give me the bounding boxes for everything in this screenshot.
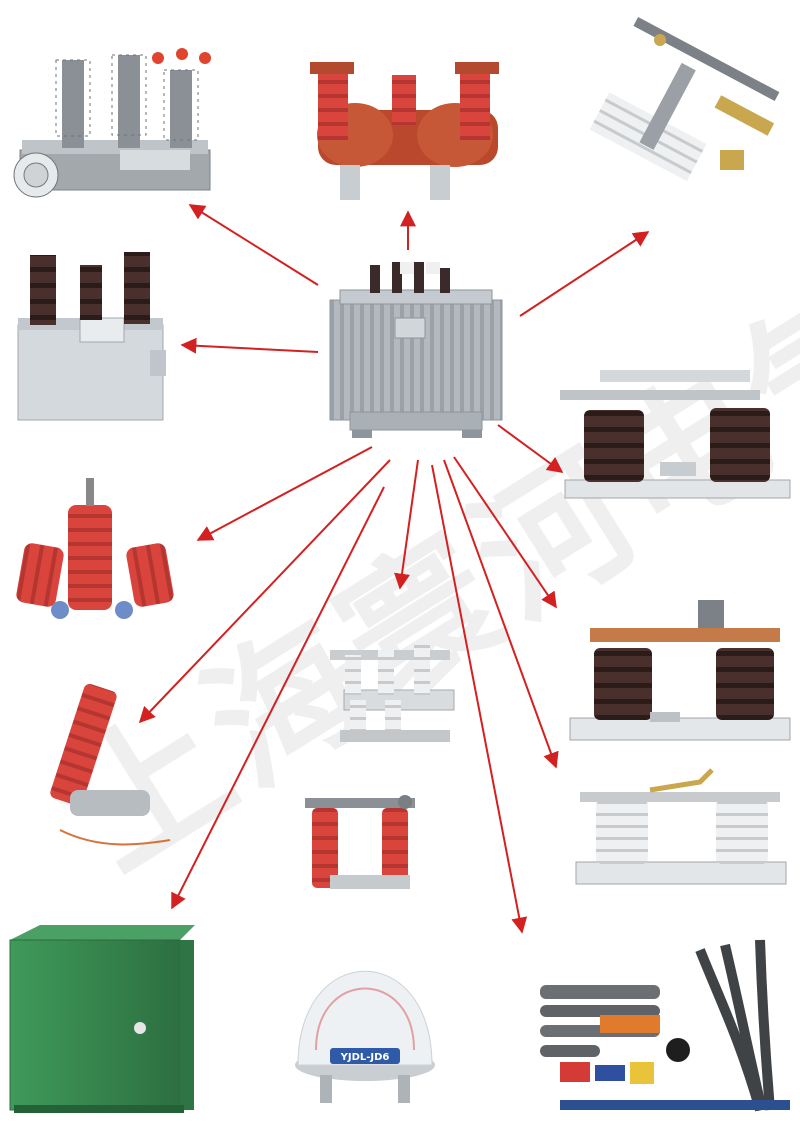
arrow-to-indoor-switch [394, 459, 419, 590]
fuse-arrester-combo [305, 795, 415, 889]
combined-transformer [17, 252, 166, 421]
metering-box-green [9, 925, 195, 1113]
arrow-to-arrester-triple [196, 446, 373, 541]
arrow-to-white-switch [443, 459, 559, 769]
arrow-to-isolating-switch-1 [497, 424, 564, 473]
isolating-switch-white [575, 768, 787, 885]
arrow-to-metering-box [171, 486, 385, 910]
isolating-switch-indoor [330, 645, 455, 742]
voltage-transformer-red [310, 62, 499, 200]
arrow-to-isolating-switch-2 [453, 456, 557, 609]
isolating-switch-brown-2 [569, 600, 791, 741]
arrow-to-arrester-single [138, 459, 391, 724]
arrow-to-cable-kit [431, 464, 528, 934]
arrow-to-vacuum-breaker [188, 204, 319, 286]
hub-bushings [370, 262, 450, 293]
fault-indicator-label: YJDL-JD6 [340, 1052, 390, 1063]
lightning-arrester-single [50, 683, 171, 846]
arrow-to-drop-fuse [519, 231, 650, 317]
arrows [138, 204, 650, 934]
hub-transformer [329, 262, 503, 438]
arrow-to-combined-transformer [180, 337, 319, 354]
fault-indicator-dome: YJDL-JD6 [295, 970, 435, 1103]
drop-out-fuse [589, 17, 780, 182]
isolating-switch-brown [560, 370, 791, 499]
lightning-arrester-triple [16, 478, 174, 619]
cable-termination-kit [540, 939, 790, 1112]
vacuum-circuit-breaker [13, 48, 211, 198]
